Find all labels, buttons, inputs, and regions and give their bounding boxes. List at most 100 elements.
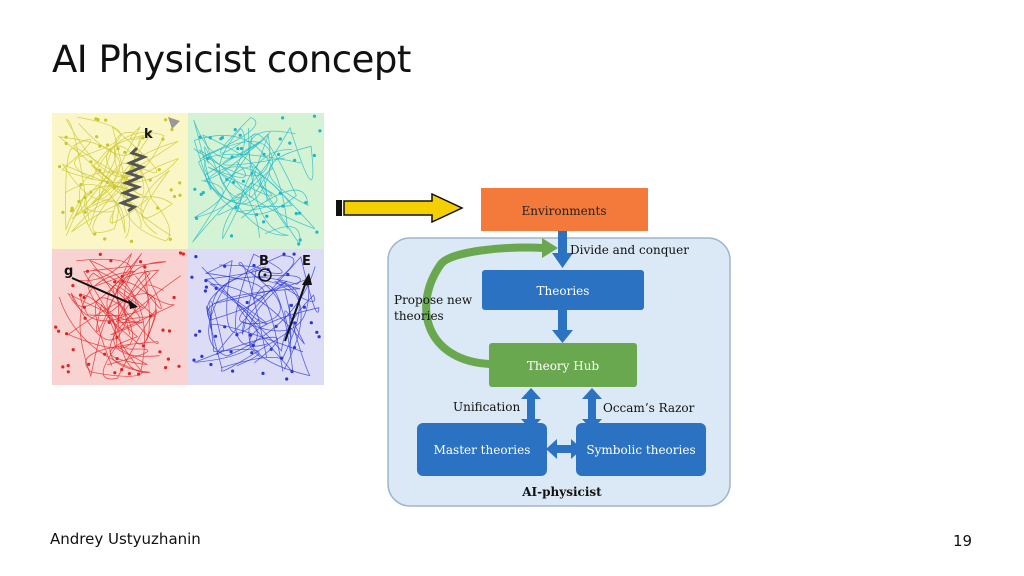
trajectory-path [67,259,160,372]
trajectory-point [293,158,297,162]
trajectory-point [220,136,225,140]
trajectory-point [198,329,202,333]
trajectory-point [204,285,208,289]
environments-label: Environments [522,204,607,218]
trajectory-point [293,321,297,325]
trajectory-point [294,211,298,216]
trajectory-point [65,332,69,336]
trajectory-point [195,216,199,220]
trajectory-point [115,357,119,361]
trajectory-point [232,180,236,184]
symbolic-theories-label: Symbolic theories [586,443,695,457]
trajectory-point [309,321,313,325]
trajectory-path [58,296,159,377]
trajectory-point [229,234,234,238]
trajectory-point [98,168,102,172]
trajectory-path [193,126,314,219]
trajectory-point [61,365,65,369]
theories-label: Theories [537,284,590,298]
trajectory-point [120,368,124,372]
trajectory-point [57,329,61,333]
trajectory-point [194,255,198,259]
trajectory-point [199,192,203,196]
divide-label: Divide and conquer [570,243,689,257]
trajectory-point [83,316,87,320]
trajectory-point [58,165,62,169]
trajectory-point [89,190,93,194]
theory-hub-label: Theory Hub [527,359,600,373]
propose-label-1: Propose new [394,293,473,307]
feedback-arrow [422,243,545,368]
trajectory-point [214,334,218,338]
trajectory-point [89,160,93,164]
trajectory-point [255,213,259,217]
trajectory-point [194,333,198,337]
trajectory-point [302,305,306,309]
trajectory-point [173,194,177,199]
trajectory-point [317,335,321,339]
label-e: E [302,254,311,269]
trajectory-point [262,152,266,156]
trajectory-path [93,133,171,242]
trajectory-point [280,356,284,360]
trajectory-path [87,269,164,345]
trajectory-point [250,171,254,175]
trajectory-point [318,129,322,133]
trajectory-point [71,284,75,288]
trajectory-point [123,150,127,154]
trajectory-path [208,266,316,357]
trajectory-point [265,214,269,218]
trajectory-point [192,358,196,362]
trajectory-path [65,132,149,230]
trajectory-point [286,272,290,277]
trajectory-point [277,152,281,157]
trajectory-point [66,364,70,368]
trajectory-point [54,325,58,329]
trajectory-point [161,328,165,332]
slide-title: AI Physicist concept [52,38,411,81]
trajectory-point [112,186,116,190]
trajectory-point [235,333,239,337]
trajectory-path [206,255,302,372]
unification-label: Unification [453,400,520,414]
trajectory-point [156,206,160,210]
trajectory-point [103,352,107,356]
master-theories-box [417,423,547,476]
trajectory-point [204,279,208,283]
label-g: g [64,264,73,279]
trajectory-point [129,239,134,243]
trajectory-point [164,118,168,122]
trajectory-point [312,153,316,158]
trajectory-point [298,211,302,215]
trajectory-point [137,372,141,376]
trajectory-point [70,206,74,210]
trajectory-point [233,128,237,132]
propose-label-2: theories [394,309,444,323]
trajectory-point [281,116,285,120]
trajectory-point [141,344,145,348]
trajectory-point [104,118,108,122]
trajectory-point [292,252,296,256]
trajectory-point [178,193,182,197]
trajectory-point [77,199,81,204]
trajectory-point [148,178,152,182]
trajectory-point [298,238,302,242]
trajectory-point [231,369,235,373]
trajectory-point [164,366,168,370]
trajectory-path [204,264,294,374]
trajectory-point [113,371,117,375]
quadrant-red [52,249,188,385]
trajectory-point [261,371,265,375]
trajectory-point [229,350,233,354]
trajectory-point [198,135,202,139]
trajectory-point [105,180,109,184]
trajectory-point [158,350,162,354]
trajectory-point [234,205,238,210]
trajectory-point [178,251,183,255]
trajectory-point [113,280,117,284]
trajectory-path [202,127,289,236]
trajectory-point [282,252,286,256]
theory-hub-box [489,343,637,387]
occams-label: Occam’s Razor [603,401,695,415]
trajectory-point [209,362,213,367]
